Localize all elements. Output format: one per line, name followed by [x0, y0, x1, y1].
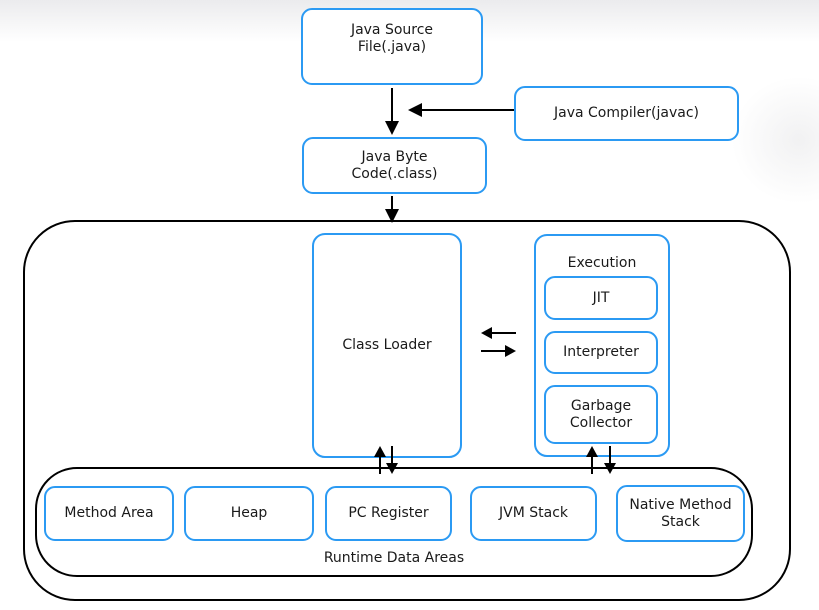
java-byte-code-label: Java Byte Code(.class) [351, 148, 438, 182]
java-source-file-label: Java Source File(.java) [350, 22, 434, 55]
node-method-area: Method Area [44, 486, 174, 541]
heap-label: Heap [230, 505, 268, 521]
arrow-classloader-to-execution [481, 345, 516, 357]
node-interpreter: Interpreter [544, 331, 658, 374]
runtime-data-areas-label: Runtime Data Areas [323, 550, 465, 566]
node-garbage-collector: Garbage Collector [544, 385, 658, 444]
execution-label: Execution [567, 255, 637, 271]
pc-register-label: PC Register [348, 505, 429, 521]
arrow-classloader-to-runtime [386, 446, 398, 474]
interpreter-label: Interpreter [563, 344, 639, 360]
node-java-source-file: Java Source File(.java) [301, 8, 483, 85]
node-jit: JIT [544, 276, 658, 320]
method-area-label: Method Area [64, 505, 154, 521]
arrow-runtime-to-classloader [374, 446, 386, 474]
node-heap: Heap [184, 486, 314, 541]
runtime-data-areas-container: Method Area Heap PC Register JVM Stack N… [35, 467, 753, 577]
node-java-byte-code: Java Byte Code(.class) [302, 137, 487, 194]
node-java-compiler: Java Compiler(javac) [514, 86, 739, 141]
node-jvm-stack: JVM Stack [470, 486, 597, 541]
java-compiler-label: Java Compiler(javac) [554, 105, 699, 121]
node-execution-engine: Execution JIT Interpreter Garbage Collec… [534, 234, 670, 457]
node-pc-register: PC Register [325, 486, 452, 541]
arrow-execution-to-classloader [481, 327, 516, 339]
native-method-stack-label: Native Method Stack [629, 496, 732, 530]
node-class-loader: Class Loader [312, 233, 462, 458]
arrow-source-to-bytecode [385, 88, 399, 135]
arrow-bytecode-to-jvm [385, 196, 399, 223]
class-loader-label: Class Loader [342, 337, 432, 353]
node-native-method-stack: Native Method Stack [616, 485, 745, 542]
jvm-container [23, 220, 791, 601]
garbage-collector-label: Garbage Collector [569, 397, 633, 431]
arrow-compiler-to-flow [408, 103, 514, 117]
arrow-runtime-to-execution [586, 446, 598, 474]
jvm-stack-label: JVM Stack [499, 505, 568, 521]
jit-label: JIT [592, 289, 610, 306]
arrow-execution-to-runtime [604, 446, 616, 474]
